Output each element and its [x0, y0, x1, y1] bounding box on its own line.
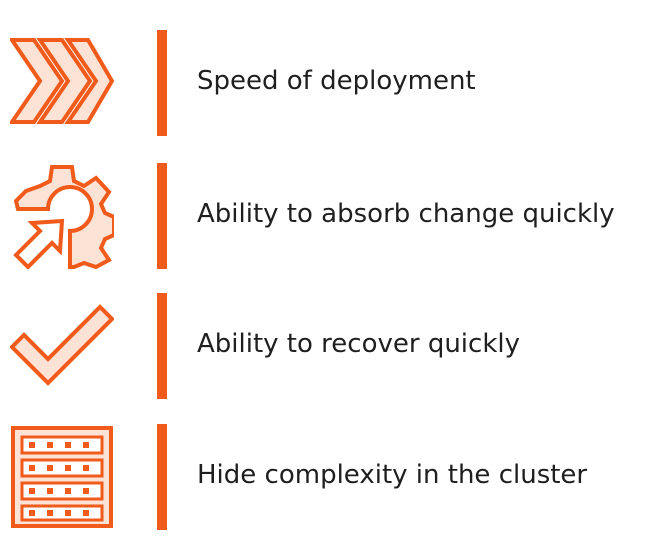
server-rack-icon — [10, 420, 114, 530]
benefit-item-hide-complexity: Hide complexity in the cluster — [0, 420, 659, 530]
fast-forward-chevrons-icon — [10, 26, 114, 136]
benefit-label: Ability to recover quickly — [197, 329, 520, 359]
benefit-item-absorb-change: Ability to absorb change quickly — [0, 159, 659, 269]
benefit-item-speed: Speed of deployment — [0, 26, 659, 136]
benefit-item-recover: Ability to recover quickly — [0, 289, 659, 399]
benefit-label: Speed of deployment — [197, 66, 476, 96]
checkmark-icon — [10, 289, 114, 399]
accent-divider — [157, 163, 167, 269]
accent-divider — [157, 424, 167, 530]
benefit-label: Hide complexity in the cluster — [197, 460, 588, 490]
accent-divider — [157, 293, 167, 399]
gear-with-arrow-icon — [10, 159, 114, 269]
accent-divider — [157, 30, 167, 136]
benefit-label: Ability to absorb change quickly — [197, 199, 615, 229]
